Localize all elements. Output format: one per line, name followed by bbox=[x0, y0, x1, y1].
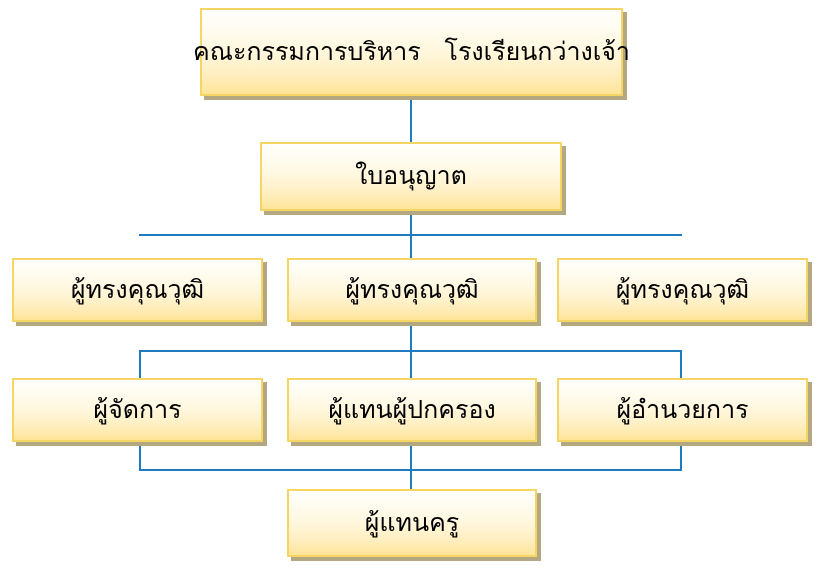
connector-level5-left-riser bbox=[139, 442, 141, 471]
node-manager-label: ผู้จัดการ bbox=[93, 394, 182, 424]
connector-rail-level4 bbox=[139, 350, 682, 352]
node-parent-rep-label: ผู้แทนผู้ปกครอง bbox=[328, 394, 496, 424]
node-manager[interactable]: ผู้จัดการ bbox=[12, 378, 263, 442]
node-qualified-left[interactable]: ผู้ทรงคุณวุฒิ bbox=[12, 258, 263, 322]
node-license-label: ใบอนุญาต bbox=[355, 161, 467, 191]
node-parent-rep[interactable]: ผู้แทนผู้ปกครอง bbox=[287, 378, 537, 442]
connector-level4-left-drop bbox=[139, 350, 141, 379]
node-teacher-rep-label: ผู้แทนครู bbox=[364, 507, 460, 537]
node-qualified-right-label: ผู้ทรงคุณวุฒิ bbox=[615, 274, 750, 304]
node-teacher-rep[interactable]: ผู้แทนครู bbox=[287, 489, 537, 557]
node-board-label: คณะกรรมการบริหาร โรงเรียนกว่างเจ้า bbox=[193, 36, 630, 66]
node-qualified-center[interactable]: ผู้ทรงคุณวุฒิ bbox=[287, 258, 537, 322]
connector-level4-right-drop bbox=[680, 350, 682, 379]
node-director-label: ผู้อำนวยการ bbox=[616, 394, 749, 424]
node-qualified-left-label: ผู้ทรงคุณวุฒิ bbox=[70, 274, 205, 304]
connector-level5-right-riser bbox=[680, 442, 682, 471]
node-qualified-center-label: ผู้ทรงคุณวุฒิ bbox=[345, 274, 479, 304]
connector-root-to-license bbox=[410, 96, 412, 144]
node-board[interactable]: คณะกรรมการบริหาร โรงเรียนกว่างเจ้า bbox=[193, 8, 630, 96]
connector-level5-center-drop bbox=[410, 442, 412, 489]
node-qualified-right[interactable]: ผู้ทรงคุณวุฒิ bbox=[557, 258, 808, 322]
node-license[interactable]: ใบอนุญาต bbox=[260, 142, 562, 211]
connector-rail-level3 bbox=[139, 234, 682, 236]
node-director[interactable]: ผู้อำนวยการ bbox=[557, 378, 808, 442]
